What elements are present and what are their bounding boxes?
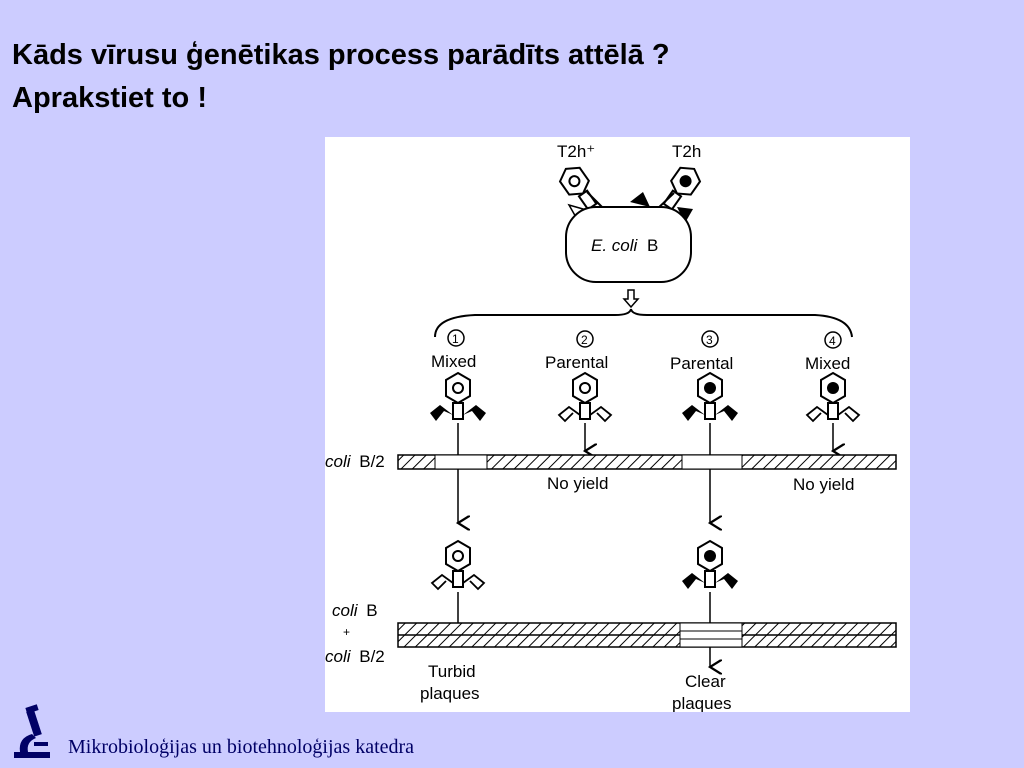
progeny-4: 4 Mixed xyxy=(805,331,850,373)
brace xyxy=(434,308,853,338)
plate2-strain-1: B xyxy=(366,601,377,620)
plate2-strain-2: B/2 xyxy=(359,647,385,666)
no-yield-2: No yield xyxy=(547,474,608,493)
phage-2-icon xyxy=(558,372,612,422)
progeny-3-label: Parental xyxy=(670,354,733,373)
progeny-4-num: 4 xyxy=(829,334,836,348)
svg-text:coli B: coli B xyxy=(332,601,378,620)
footer-department: Mikrobioloģijas un biotehnoloģijas kated… xyxy=(68,736,415,758)
progeny-2: 2 Parental xyxy=(545,330,608,372)
slide-title: Kāds vīrusu ģenētikas process parādīts a… xyxy=(12,34,912,120)
svg-text:coli B/2: coli B/2 xyxy=(325,452,385,471)
no-yield-4: No yield xyxy=(793,475,854,494)
genetics-diagram: T2h⁺ T2h E. coli B 1 Mixed 2 xyxy=(325,137,910,712)
progeny-4-label: Mixed xyxy=(805,354,850,373)
label-t2h: T2h xyxy=(672,142,701,161)
plate-1 xyxy=(397,454,897,470)
svg-text:E. coli B: E. coli B xyxy=(591,236,658,255)
progeny-2-num: 2 xyxy=(581,333,588,347)
progeny-1-label: Mixed xyxy=(431,352,476,371)
phage-4-icon xyxy=(806,372,860,422)
plate-2 xyxy=(397,622,897,648)
host-name: E. coli xyxy=(591,236,639,255)
turbid-label-1: Turbid xyxy=(428,662,476,681)
phage-t2h-icon xyxy=(656,161,706,215)
progeny-3: 3 Parental xyxy=(670,330,733,373)
title-line-2: Aprakstiet to ! xyxy=(12,82,207,114)
progeny-2-label: Parental xyxy=(545,353,608,372)
plate1-label-species: coli xyxy=(325,452,352,471)
host-strain: B xyxy=(647,236,658,255)
label-t2h-plus: T2h⁺ xyxy=(557,142,595,161)
turbid-label-2: plaques xyxy=(420,684,480,703)
svg-text:coli B/2: coli B/2 xyxy=(325,647,385,666)
progeny-1-num: 1 xyxy=(452,332,459,346)
phage-t2h-plus-icon xyxy=(554,161,604,215)
microscope-logo-icon xyxy=(12,704,56,760)
progeny-1: 1 Mixed xyxy=(431,329,476,371)
phage-turbid-icon xyxy=(431,540,485,590)
ecoli-cell xyxy=(565,206,692,283)
phage-1-icon xyxy=(430,372,486,421)
plate1-label-strain: B/2 xyxy=(359,452,385,471)
plate2-species-1: coli xyxy=(332,601,359,620)
title-line-1: Kāds vīrusu ģenētikas process parādīts a… xyxy=(12,39,670,71)
plate2-plus: + xyxy=(343,625,350,639)
clear-label-2: plaques xyxy=(672,694,732,712)
down-arrow-icon xyxy=(622,289,640,309)
plate2-species-2: coli xyxy=(325,647,352,666)
phage-clear-icon xyxy=(682,540,738,589)
clear-label-1: Clear xyxy=(685,672,726,691)
phage-3-icon xyxy=(682,372,738,421)
progeny-3-num: 3 xyxy=(706,333,713,347)
